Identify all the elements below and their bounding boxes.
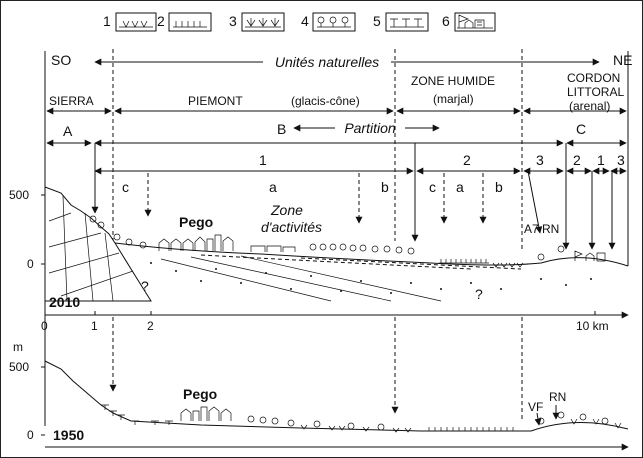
legend-number: 4 [301,13,309,29]
year-2010: 2010 [49,294,80,310]
x-axis: 0 1 2 10 km [41,311,629,333]
partition-B: B [277,121,286,137]
coast-vvv-1950 [570,418,622,429]
sublabel-b1: b [381,179,389,195]
subzone-2b: 2 [573,152,581,168]
industrial-buildings [250,245,296,252]
unit-cordon-2: LITTORAL [567,85,624,99]
legend-box [241,12,285,32]
town-pego-2010: Pego [179,214,213,230]
coast-buildings-2010 [574,250,606,262]
buildings-icon [457,14,493,29]
unit-m: m [13,340,23,354]
sublabel-c2: c [429,179,436,195]
pego-buildings-1950 [180,406,232,421]
orientation-right-label: NE [613,52,632,68]
legend-number: 6 [442,13,450,29]
uncertain-2: ? [475,286,483,302]
zone-label-2: d'activités [261,219,322,235]
unit-sierra: SIERRA [49,94,94,108]
sublabel-b2: b [495,179,503,195]
subzone-3b: 3 [617,152,625,168]
profile-1950: m 500 0 Pego VF RN 1950 [9,340,629,451]
sublabel-a2: a [456,179,464,195]
partition-A: A [63,123,73,139]
marsh-comb-2010 [439,259,489,264]
legend-item-4: 4 [301,12,356,32]
sublabel-a1: a [269,179,277,195]
x-tick-10: 10 km [576,319,609,333]
unit-piemont-sub: (glacis-cône) [291,94,360,108]
legend-item-2: 2 [157,12,212,32]
unit-cordon-1: CORDON [567,71,620,85]
x-tick-0: 0 [41,319,48,333]
citrus-row-icon [390,18,424,28]
marsh-comb-1950 [425,427,521,432]
subzone-3: 3 [536,152,544,168]
y-tick-0-1950: 0 [27,428,34,442]
profile-2010: 500 0 ? ? Pego Zone d'activités [9,186,629,310]
legend-box [454,12,496,32]
road-vf: VF [528,400,543,414]
legend-item-6: 6 [442,12,496,32]
sublabel-c1: c [122,179,129,195]
subzone-2: 2 [463,152,471,168]
partition-C: C [576,121,586,137]
legend-box [385,12,429,32]
ground-surface-2010 [114,242,629,267]
units-title: Unités naturelles [275,54,379,70]
year-1950: 1950 [53,427,84,443]
legend-box [168,12,212,32]
sediment-dots [150,262,592,294]
legend-number: 5 [373,13,381,29]
tree-row-2010 [89,215,565,261]
orientation-left-label: SO [51,52,71,68]
pego-buildings-2010 [158,234,234,251]
subzone-1b: 1 [597,152,605,168]
citrus-1950 [101,404,173,425]
marsh-icon [245,18,281,28]
legend-number: 2 [157,13,165,29]
unit-piemont: PIEMONT [188,94,243,108]
ground-surface-1950 [44,360,629,432]
legend-number: 3 [229,13,237,29]
zone-label-1: Zone [270,202,303,218]
y-tick-500-1950: 500 [9,360,29,374]
tree-row-icon [317,23,351,28]
comb-icon [173,21,207,28]
y-tick-500: 500 [9,188,29,202]
town-pego-1950: Pego [183,386,217,402]
tree-row-1950 [247,411,609,431]
road-a7: A7 [524,222,539,236]
arrow-vf [534,412,542,426]
road-rn-2010: RN [542,222,559,236]
uncertain-1: ? [141,278,149,294]
legend-item-1: 1 [103,12,157,32]
x-tick-2: 2 [147,319,154,333]
vvv-icon [119,20,153,28]
subzone-1: 1 [259,152,267,168]
sierra-rock [44,186,152,302]
legend-number: 1 [103,13,111,29]
y-tick-0: 0 [27,257,34,271]
marsh-vvv-2010 [492,262,524,268]
legend-item-3: 3 [229,12,285,32]
road-rn-1950: RN [549,390,566,404]
partition-label: Partition [344,120,396,136]
x-tick-1: 1 [91,319,98,333]
unit-zone-humide: ZONE HUMIDE [411,74,495,88]
arrow-a7 [527,170,543,234]
legend-box [115,12,157,32]
unit-zone-humide-sub: (marjal) [433,92,474,106]
legend: 1 2 3 4 5 6 [103,12,496,32]
legend-item-5: 5 [373,12,429,32]
vvv-1950 [300,424,412,433]
legend-box [312,12,356,32]
